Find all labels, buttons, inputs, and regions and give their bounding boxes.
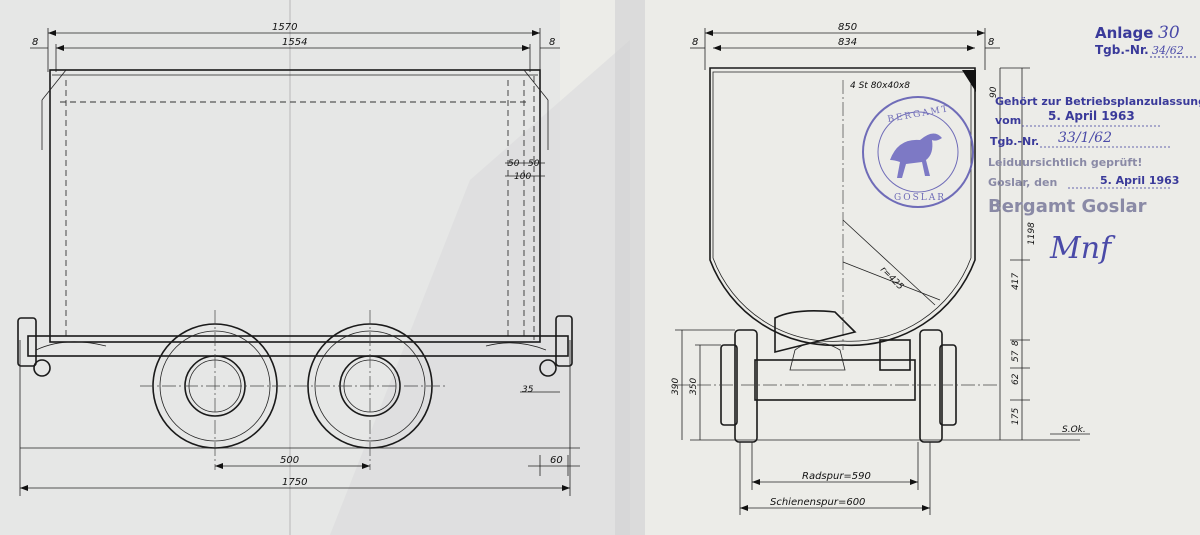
dim-h417: 417 <box>1011 273 1021 290</box>
dim-h350: 350 <box>689 378 699 395</box>
dim-h175: 175 <box>1011 408 1021 425</box>
stamp-place-label: Goslar, den <box>988 176 1057 189</box>
dim-edge-right: 8 <box>549 37 555 48</box>
axle-housing <box>754 359 916 401</box>
stamp-vom-label: vom <box>995 114 1021 127</box>
dim-height-total: 1198 <box>1027 222 1037 245</box>
dim-edge-right-r: 8 <box>988 37 994 48</box>
dim-rib-b: 50 <box>528 159 540 169</box>
dim-frame-offset: 35 <box>522 385 534 395</box>
dim-top-rim: 90 <box>989 86 999 98</box>
fold-shadow <box>330 40 630 535</box>
stamp-authority: Bergamt Goslar <box>988 196 1147 217</box>
dim-rib-total: 100 <box>514 172 531 182</box>
stamp-place-date: 5. April 1963 <box>1100 174 1179 187</box>
rail-top-label: S.Ok. <box>1062 425 1086 435</box>
underframe <box>27 335 569 357</box>
center-fold <box>615 0 645 535</box>
annex-number: 30 <box>1158 23 1180 43</box>
annex-label: Anlage 30 Tgb.-Nr. 34/62 <box>1095 23 1198 58</box>
dim-track-gauge: Schienenspur=600 <box>770 497 865 508</box>
stamp-tgb-value: 33/1/62 <box>1058 130 1112 146</box>
dim-rib-a: 50 <box>508 159 520 169</box>
stamp-signature: Mnf <box>1049 231 1116 266</box>
dim-inner-top: 1554 <box>282 37 307 48</box>
dim-edge-left: 8 <box>32 37 38 48</box>
dim-width-outer: 850 <box>838 22 857 33</box>
dim-h62: 62 <box>1011 373 1021 385</box>
dim-h390: 390 <box>671 378 681 395</box>
side-elevation: 1570 1554 8 8 50 50 100 35 <box>17 22 580 496</box>
horse-emblem <box>890 133 942 178</box>
stamp-tgb-label: Tgb.-Nr. <box>990 135 1039 148</box>
dim-wheelbase: 500 <box>280 455 299 466</box>
stamp-line1: Gehört zur Betriebsplanzulassung <box>995 95 1200 108</box>
end-elevation: 850 834 8 8 r=425 4 St 80x40x8 S.Ok. <box>671 22 1090 515</box>
dim-width-inner: 834 <box>838 37 857 48</box>
angle-spec: 4 St 80x40x8 <box>850 81 910 91</box>
stamp-vom-date: 5. April 1963 <box>1048 109 1135 123</box>
annex-tgb-value: 34/62 <box>1152 44 1184 57</box>
annex-title: Anlage <box>1095 24 1153 42</box>
dim-h8: 8 <box>1011 340 1021 346</box>
annex-tgb-label: Tgb.-Nr. <box>1095 43 1149 57</box>
dim-overall-length: 1750 <box>282 477 307 488</box>
dim-edge-left-r: 8 <box>692 37 698 48</box>
dim-overhang: 60 <box>550 455 563 466</box>
dim-h57: 57 <box>1011 350 1021 362</box>
body-outline <box>49 69 541 343</box>
seal-bottom-text: GOSLAR <box>894 193 946 203</box>
dim-overall-top: 1570 <box>272 22 297 33</box>
approval-stamp: Gehört zur Betriebsplanzulassung vom 5. … <box>988 95 1200 266</box>
stamp-checked: Leiduursichtlich geprüft! <box>988 156 1142 169</box>
dim-wheel-gauge: Radspur=590 <box>802 471 871 482</box>
